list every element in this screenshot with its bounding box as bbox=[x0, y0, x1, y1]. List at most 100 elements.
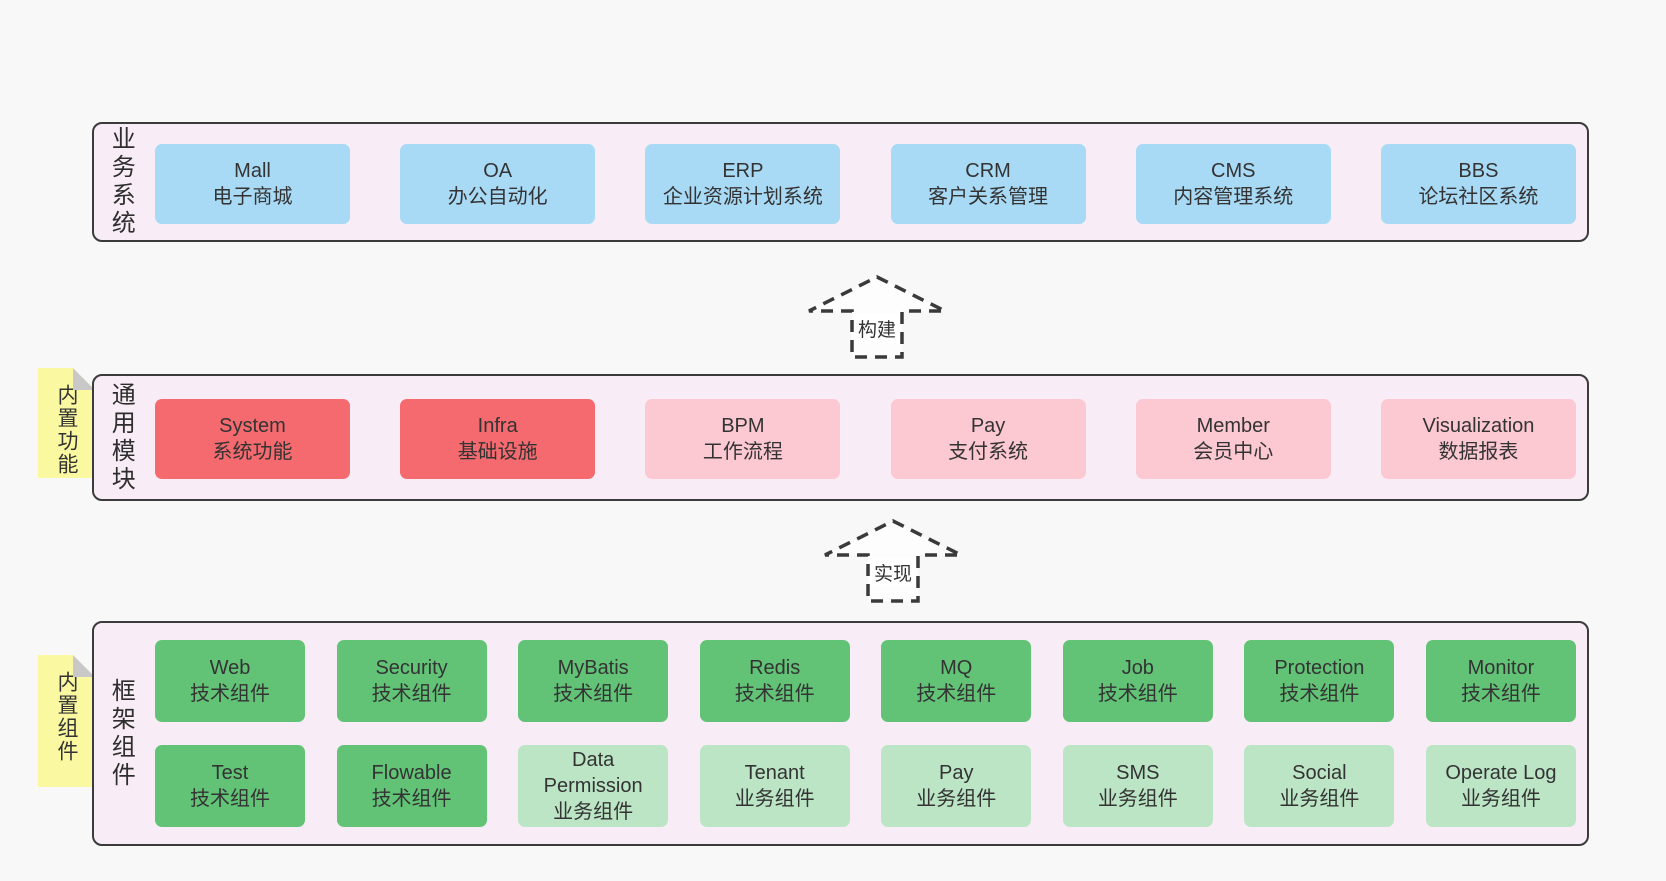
box-title: OA bbox=[483, 160, 513, 182]
box-subtitle: 业务组件 bbox=[1279, 788, 1360, 810]
box-title: Social bbox=[1292, 762, 1347, 784]
box-erp: ERP 企业资源计划系统 bbox=[645, 144, 841, 224]
box-oa: OA 办公自动化 bbox=[400, 144, 596, 224]
box-subtitle: 技术组件 bbox=[734, 683, 815, 705]
box-title: Mall bbox=[234, 160, 271, 182]
sticky-note-builtin-features: 内置功能 bbox=[38, 368, 95, 478]
box-job: Job 技术组件 bbox=[1062, 640, 1213, 722]
box-subtitle: 业务组件 bbox=[1097, 788, 1178, 810]
box-title: BBS bbox=[1458, 160, 1499, 182]
business-panel-label: 业务系统 bbox=[107, 126, 135, 238]
box-test: Test 技术组件 bbox=[155, 745, 305, 827]
business-box-row: Mall 电子商城 OA 办公自动化 ERP 企业资源计划系统 CRM 客户关系… bbox=[155, 144, 1576, 224]
box-mall: Mall 电子商城 bbox=[155, 144, 350, 224]
box-flowable: Flowable 技术组件 bbox=[336, 745, 487, 827]
box-title: Pay bbox=[970, 415, 1006, 437]
box-subtitle: 技术组件 bbox=[553, 683, 634, 705]
framework-box-row-1: Web 技术组件 Security 技术组件 MyBatis 技术组件 Redi… bbox=[155, 640, 1576, 722]
box-title: Operate Log bbox=[1445, 762, 1557, 784]
build-arrow-label: 构建 bbox=[854, 314, 900, 343]
box-subtitle: 工作流程 bbox=[702, 441, 783, 463]
box-bbs: BBS 论坛社区系统 bbox=[1380, 144, 1576, 224]
modules-box-row: System 系统功能 Infra 基础设施 BPM 工作流程 Pay 支付系统… bbox=[155, 399, 1576, 479]
sticky-note-text: 内置组件 bbox=[55, 671, 79, 763]
box-member: Member 会员中心 bbox=[1135, 399, 1331, 479]
box-subtitle: 办公自动化 bbox=[447, 186, 548, 208]
box-subtitle: 技术组件 bbox=[916, 683, 997, 705]
box-title: Redis bbox=[749, 657, 801, 679]
box-subtitle: 论坛社区系统 bbox=[1418, 186, 1539, 208]
box-subtitle: 数据报表 bbox=[1438, 441, 1519, 463]
box-mybatis: MyBatis 技术组件 bbox=[518, 640, 669, 722]
box-subtitle: 客户关系管理 bbox=[928, 186, 1049, 208]
box-subtitle: 技术组件 bbox=[371, 683, 452, 705]
box-title: Visualization bbox=[1422, 415, 1535, 437]
box-cms: CMS 内容管理系统 bbox=[1135, 144, 1331, 224]
box-visualization: Visualization 数据报表 bbox=[1380, 399, 1576, 479]
box-subtitle: 技术组件 bbox=[1279, 683, 1360, 705]
box-pay-component: Pay 业务组件 bbox=[881, 745, 1032, 827]
box-subtitle: 内容管理系统 bbox=[1173, 186, 1294, 208]
box-title: SMS bbox=[1116, 762, 1160, 784]
box-subtitle: 业务组件 bbox=[916, 788, 997, 810]
box-title: Job bbox=[1121, 657, 1154, 679]
business-systems-panel: 业务系统 Mall 电子商城 OA 办公自动化 ERP 企业资源计划系统 CRM… bbox=[92, 122, 1589, 242]
box-subtitle: 业务组件 bbox=[553, 801, 634, 823]
box-subtitle: 业务组件 bbox=[1460, 788, 1541, 810]
sticky-note-builtin-components: 内置组件 bbox=[38, 655, 95, 787]
box-title: ERP bbox=[722, 160, 764, 182]
framework-box-row-2: Test 技术组件 Flowable 技术组件 Data Permission … bbox=[155, 745, 1576, 827]
box-web: Web 技术组件 bbox=[155, 640, 305, 722]
box-title: BPM bbox=[721, 415, 765, 437]
box-subtitle: 基础设施 bbox=[457, 441, 538, 463]
box-operate-log: Operate Log 业务组件 bbox=[1425, 745, 1576, 827]
panel-label-wrap: 通用模块 bbox=[102, 376, 138, 499]
implement-arrow-label: 实现 bbox=[870, 558, 916, 587]
box-title: Monitor bbox=[1467, 657, 1535, 679]
box-protection: Protection 技术组件 bbox=[1244, 640, 1395, 722]
box-subtitle: 电子商城 bbox=[212, 186, 293, 208]
box-system: System 系统功能 bbox=[155, 399, 350, 479]
box-subtitle: 企业资源计划系统 bbox=[662, 186, 823, 208]
box-sms: SMS 业务组件 bbox=[1062, 745, 1213, 827]
framework-components-panel: 框架组件 Web 技术组件 Security 技术组件 MyBatis 技术组件… bbox=[92, 621, 1589, 846]
box-title: Infra bbox=[477, 415, 518, 437]
box-title: MQ bbox=[940, 657, 973, 679]
box-subtitle: 业务组件 bbox=[734, 788, 815, 810]
box-subtitle: 技术组件 bbox=[190, 788, 270, 810]
box-title: Web bbox=[209, 657, 251, 679]
sticky-note-text: 内置功能 bbox=[55, 384, 79, 476]
box-subtitle: 会员中心 bbox=[1193, 441, 1274, 463]
box-title: Member bbox=[1196, 415, 1270, 437]
common-modules-panel: 通用模块 System 系统功能 Infra 基础设施 BPM 工作流程 Pay… bbox=[92, 374, 1589, 501]
box-subtitle: 支付系统 bbox=[948, 441, 1029, 463]
framework-panel-label: 框架组件 bbox=[107, 677, 135, 790]
box-data-permission: Data Permission 业务组件 bbox=[518, 745, 669, 827]
box-crm: CRM 客户关系管理 bbox=[890, 144, 1086, 224]
box-title: Security bbox=[375, 657, 448, 679]
box-mq: MQ 技术组件 bbox=[881, 640, 1032, 722]
box-subtitle: 技术组件 bbox=[1097, 683, 1178, 705]
box-bpm: BPM 工作流程 bbox=[645, 399, 841, 479]
box-redis: Redis 技术组件 bbox=[699, 640, 850, 722]
panel-label-wrap: 业务系统 bbox=[102, 124, 138, 240]
box-title: Test bbox=[211, 762, 249, 784]
box-title: Pay bbox=[939, 762, 974, 784]
box-title: System bbox=[219, 415, 286, 437]
box-title: CMS bbox=[1211, 160, 1256, 182]
box-subtitle: 技术组件 bbox=[371, 788, 452, 810]
box-subtitle: 系统功能 bbox=[212, 441, 293, 463]
box-security: Security 技术组件 bbox=[336, 640, 487, 722]
box-subtitle: 技术组件 bbox=[1460, 683, 1541, 705]
box-pay-module: Pay 支付系统 bbox=[890, 399, 1086, 479]
box-title: Tenant bbox=[744, 762, 805, 784]
box-title: Data Permission bbox=[543, 749, 643, 797]
modules-panel-label: 通用模块 bbox=[107, 381, 135, 494]
box-title: MyBatis bbox=[557, 657, 629, 679]
box-social: Social 业务组件 bbox=[1244, 745, 1395, 827]
box-monitor: Monitor 技术组件 bbox=[1425, 640, 1576, 722]
box-tenant: Tenant 业务组件 bbox=[699, 745, 850, 827]
box-infra: Infra 基础设施 bbox=[400, 399, 596, 479]
panel-label-wrap: 框架组件 bbox=[102, 623, 138, 844]
